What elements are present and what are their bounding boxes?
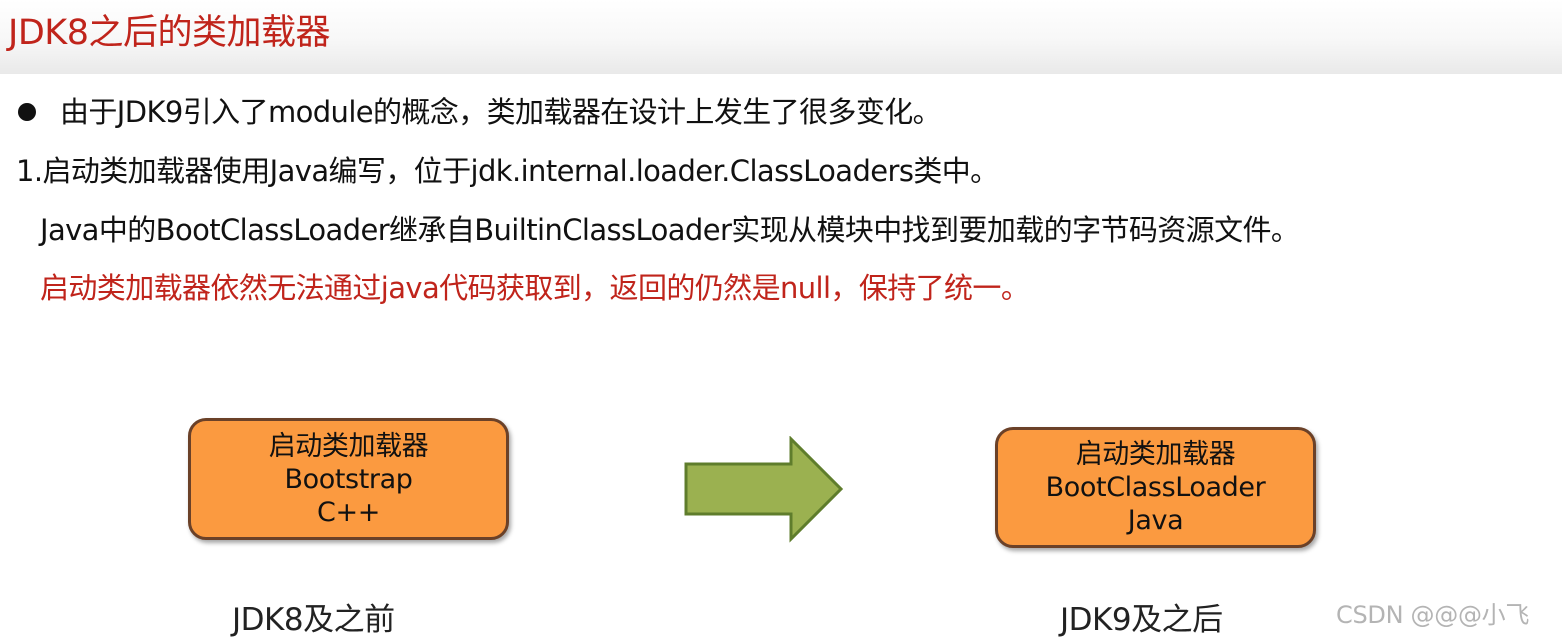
right-arrow-icon bbox=[684, 436, 844, 543]
after-box-line-2: BootClassLoader bbox=[1045, 472, 1266, 503]
point-1-line-1: 1.启动类加载器使用Java编写，位于jdk.internal.loader.C… bbox=[16, 154, 999, 188]
slide-header: JDK8之后的类加载器 bbox=[0, 0, 1562, 74]
bullet-dot-icon bbox=[18, 103, 36, 121]
before-box-line-3: C++ bbox=[317, 496, 380, 528]
after-box-line-1: 启动类加载器 bbox=[1075, 439, 1236, 470]
after-classloader-box: 启动类加载器 BootClassLoader Java bbox=[995, 427, 1316, 548]
point-1-line-2: Java中的BootClassLoader继承自BuiltinClassLoad… bbox=[40, 213, 1300, 247]
after-box-line-3: Java bbox=[1127, 505, 1184, 536]
before-box-line-1: 启动类加载器 bbox=[268, 430, 429, 462]
before-caption: JDK8及之前 bbox=[232, 602, 395, 638]
after-caption: JDK9及之后 bbox=[1060, 602, 1223, 638]
before-box-line-2: Bootstrap bbox=[284, 463, 413, 495]
csdn-watermark: CSDN @@@小飞 bbox=[1336, 601, 1530, 629]
slide-title: JDK8之后的类加载器 bbox=[8, 13, 331, 53]
bullet-text: 由于JDK9引入了module的概念，类加载器在设计上发生了很多变化。 bbox=[60, 95, 942, 129]
before-classloader-box: 启动类加载器 Bootstrap C++ bbox=[188, 418, 509, 540]
point-1-line-3-highlight: 启动类加载器依然无法通过java代码获取到，返回的仍然是null，保持了统一。 bbox=[40, 271, 1030, 305]
